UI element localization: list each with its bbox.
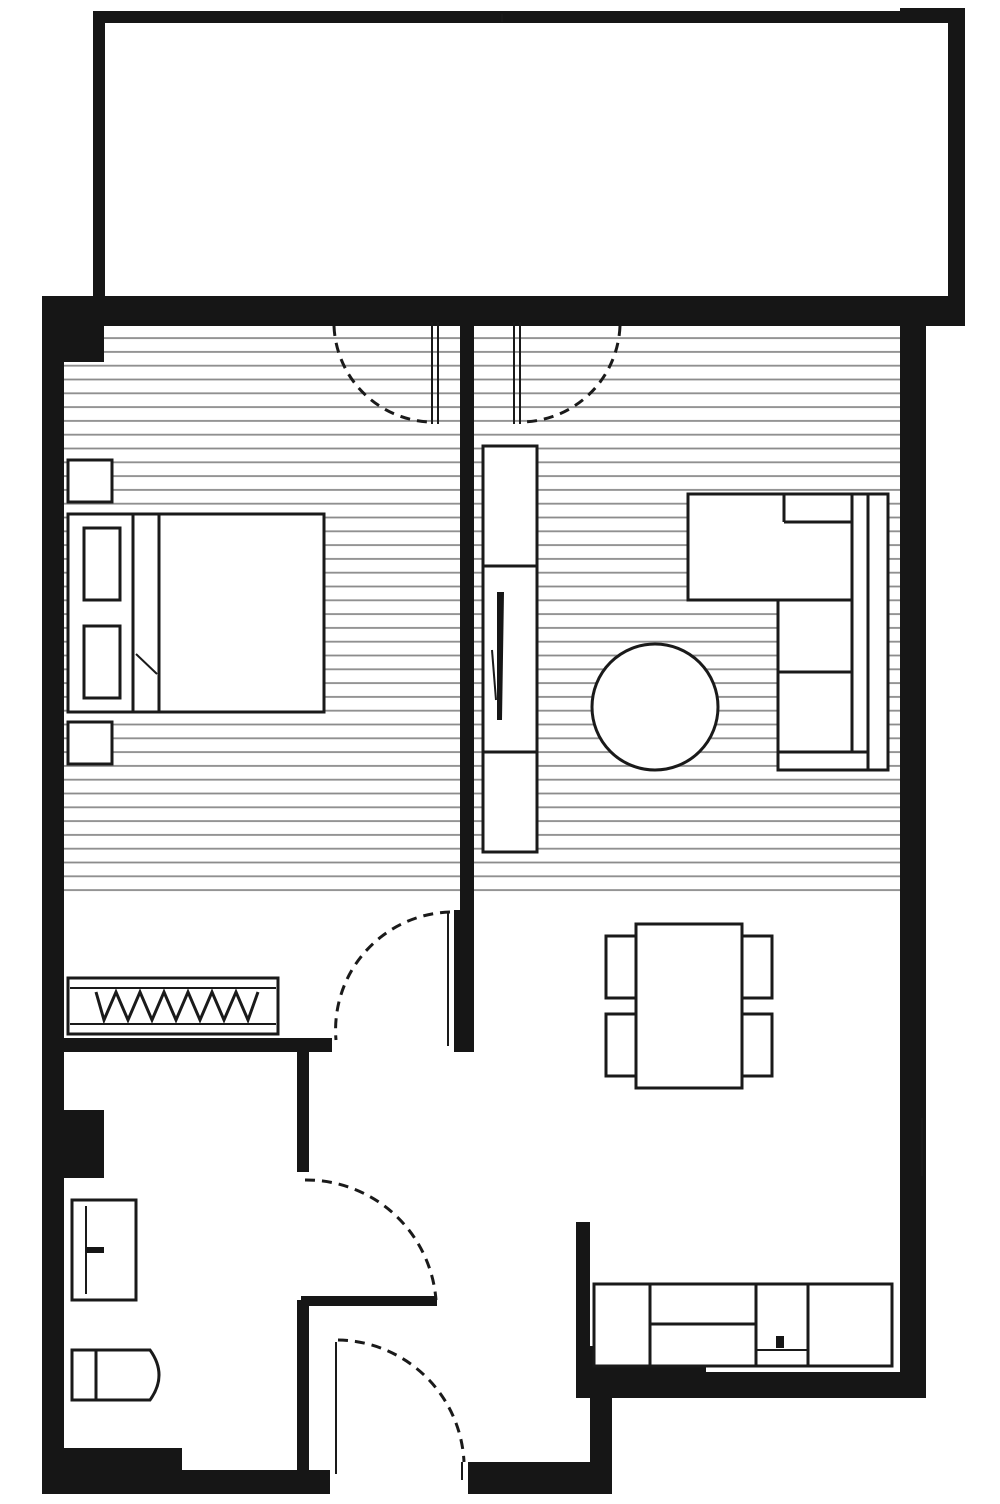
kitchen-stub-wall <box>576 1222 590 1398</box>
double-bed-icon <box>66 512 326 714</box>
corner-pier-top-left <box>42 296 104 362</box>
kitchen-fixtures <box>592 1282 894 1368</box>
dining-chair-icon <box>740 934 774 1000</box>
main-wall-left <box>42 296 64 1494</box>
sofa-icon <box>686 492 890 772</box>
door-swing-icon <box>304 1178 438 1301</box>
dining-set <box>604 922 774 1090</box>
main-wall-right <box>900 296 926 1396</box>
balcony-wall-top-corner <box>900 8 965 23</box>
door-swing-icon <box>332 325 431 424</box>
dining-chair-icon <box>604 934 638 1000</box>
wall-bedroom-bathroom <box>42 1038 332 1052</box>
toilet-icon <box>70 1348 161 1402</box>
bedside-table-icon <box>66 458 114 504</box>
door-swing-icon <box>334 910 451 1041</box>
wall-bottom-right <box>590 1372 926 1398</box>
door-swing-icon <box>337 1338 466 1463</box>
dining-chair-icon <box>604 1012 638 1078</box>
wall-cupboard <box>301 1296 437 1306</box>
balcony-wall-left <box>93 11 105 301</box>
door-swings <box>304 325 622 1463</box>
partition-bed-living-foot <box>454 910 474 1052</box>
balcony-wall-top <box>93 11 965 23</box>
bathroom-fixtures <box>70 1198 161 1402</box>
wall-bottom-entry-right <box>468 1462 608 1494</box>
balcony-wall-right <box>948 8 965 324</box>
round-coffee-table-icon <box>590 642 720 772</box>
wardrobe-icon <box>66 976 280 1036</box>
partition-bed-living <box>460 322 474 1052</box>
sink-icon <box>776 1336 784 1348</box>
bedroom-furniture <box>66 458 326 1036</box>
wall-liners <box>335 14 923 1480</box>
tv-unit-icon <box>481 444 539 854</box>
wall-bottom-left <box>42 1470 330 1494</box>
wall-bathroom-hall-lower <box>297 1300 309 1494</box>
dining-table-icon <box>634 922 744 1090</box>
bedside-table-icon <box>66 720 114 766</box>
wall-bathroom-hall-upper <box>297 1048 309 1172</box>
kitchen-bench-icon <box>592 1282 894 1368</box>
dining-chair-icon <box>740 1012 774 1078</box>
bathroom-pier <box>42 1110 104 1178</box>
door-swing-icon <box>519 325 622 424</box>
walls <box>42 8 965 1494</box>
vanity-basin-icon <box>70 1198 138 1302</box>
living-furniture <box>481 444 890 1090</box>
main-wall-top <box>42 296 965 326</box>
